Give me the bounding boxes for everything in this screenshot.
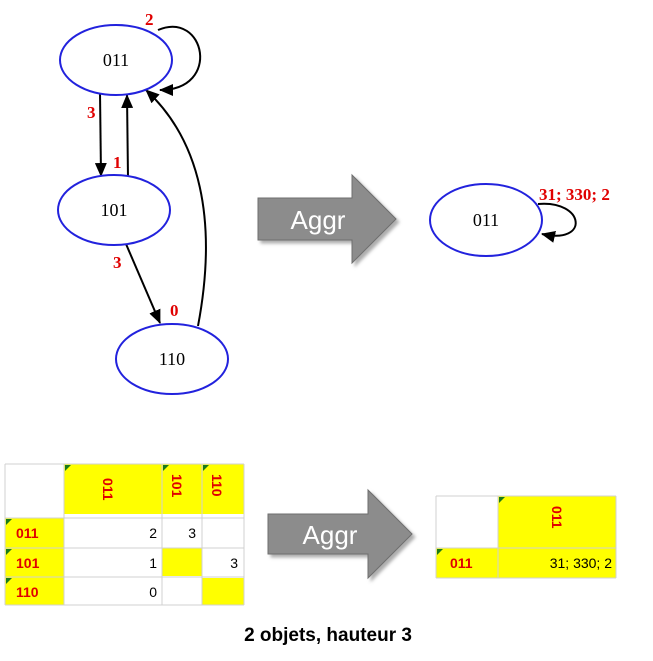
edge-110-011 [145,89,207,327]
aggr-arrow-top: Aggr [257,173,397,265]
node-101: 101 [57,174,171,246]
table-right-grid [435,495,617,579]
table-left: 011 101 110 011 101 110 2 3 1 3 0 [4,463,245,606]
row-header-101: 101 [16,555,40,571]
table-right: 011 011 31; 330; 2 [435,495,617,579]
col-header-101: 101 [169,474,185,498]
edge-011-self-aggr [537,202,577,243]
graph-left: 011 101 110 2 3 1 3 0 [57,10,229,395]
aggr-label: Aggr [291,205,346,235]
cell-101-110: 3 [230,555,238,571]
node-110: 110 [115,323,229,395]
caption: 2 objets, hauteur 3 [244,625,412,646]
edge-label-101-110: 3 [113,253,122,272]
cell-011-011: 31; 330; 2 [550,555,612,571]
col-header-110: 110 [209,474,225,497]
cell-markers [6,465,209,584]
cell-011-011: 2 [149,525,157,541]
node-011-aggr: 011 [429,183,543,257]
row-header-011: 011 [450,555,473,571]
edge-101-011 [121,94,134,179]
edge-011-101 [94,91,107,177]
edge-label-011-self: 2 [145,10,154,29]
aggr-label: Aggr [303,520,358,550]
edge-label-011-101: 3 [87,103,96,122]
edge-101-110 [125,243,161,324]
edge-label-aggr: 31; 330; 2 [539,185,610,204]
col-header-011: 011 [549,506,565,529]
cell-101-011: 1 [149,555,157,571]
node-label: 011 [103,50,129,70]
aggr-arrow-bottom: Aggr [267,488,413,580]
node-label: 011 [473,210,499,230]
cell-011-101: 3 [188,525,196,541]
edge-label-110-011: 0 [170,301,179,320]
node-label: 101 [101,200,128,220]
row-header-110: 110 [16,584,39,600]
cell-110-011: 0 [149,584,157,600]
col-header-011: 011 [100,478,116,501]
node-011: 011 [59,24,173,96]
row-header-011: 011 [16,525,39,541]
cell-markers [437,497,505,555]
graph-right: 011 31; 330; 2 [429,183,610,257]
node-label: 110 [159,349,185,369]
table-left-grid [4,463,245,606]
edge-011-self [157,26,202,96]
edge-label-101-011: 1 [113,153,122,172]
